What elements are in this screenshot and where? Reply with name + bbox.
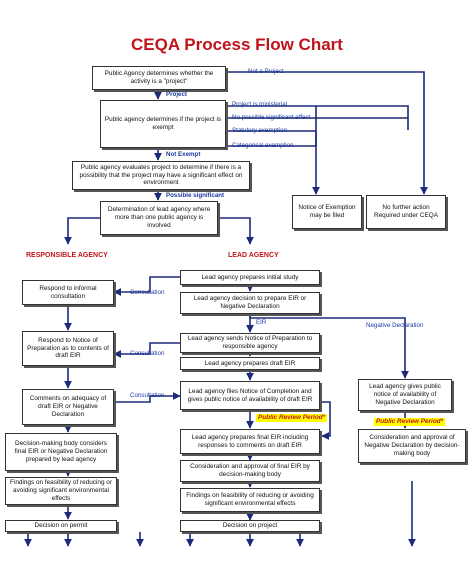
box-notice-exemption: Notice of Exemption may be filed [292,195,362,229]
label-possible-significant: Possible significant [166,192,225,199]
box-text: Lead agency gives public notice of avail… [369,383,441,406]
label-consultation-3: Consultation [130,392,165,399]
heading-lead-agency: LEAD AGENCY [228,252,279,259]
box-text: Respond to informal consultation [39,284,97,300]
box-exempt-check: Public agency determines if the project … [100,100,226,148]
box-text: Lead agency prepares initial study [201,273,299,281]
box-public-notice-nd: Lead agency gives public notice of avail… [358,379,452,411]
label-statutory-exemption: Statutory exemption [232,127,288,134]
label-project: Project [166,91,187,98]
box-text: No further action Required under CEQA [374,204,438,219]
box-prepares-draft-eir: Lead agency prepares draft EIR [180,357,320,370]
box-text: Findings on feasibility of reducing or a… [10,479,112,502]
label-negative-declaration: Negative Declaration [366,322,424,329]
heading-responsible-agency: RESPONSIBLE AGENCY [26,252,108,259]
box-files-noc: Lead agency files Notice of Completion a… [180,381,320,410]
box-consideration-approval-final: Consideration and approval of final EIR … [180,460,320,482]
label-no-significant-effect: No possible significant effect [232,114,311,121]
box-text: Decision-making body considers final EIR… [14,440,108,463]
box-text: Decision on permit [34,522,88,530]
box-no-further-action: No further action Required under CEQA [366,195,446,229]
label-public-review-center: Public Review Period* [256,414,328,423]
box-findings-left: Findings on feasibility of reducing or a… [5,477,117,505]
page-title: CEQA Process Flow Chart [131,35,343,54]
label-ministerial: Project is ministerial [232,101,288,108]
box-text: Lead agency decision to prepare EIR or N… [193,295,307,310]
label-eir: EIR [256,319,267,326]
label-not-a-project: Not a Project [248,68,284,75]
box-text: Lead agency prepares draft EIR [204,359,296,367]
box-text: Public agency determines if the project … [104,116,222,131]
box-prepares-initial-study: Lead agency prepares initial study [180,270,320,285]
box-text: Lead agency sends Notice of Preparation … [187,335,313,350]
box-findings-center: Findings on feasibility of reducing or a… [180,488,320,512]
box-evaluates: Public agency evaluates project to deter… [72,161,250,190]
box-decision-project: Decision on project [180,520,320,532]
box-text: Lead agency prepares final EIR including… [191,433,309,449]
label-public-review-right: Public Review Period* [374,418,446,427]
box-text: Public agency evaluates project to deter… [79,163,243,187]
label-categorical-exemption: Categorical exemption [232,142,294,149]
box-text: Decision on project [222,522,278,530]
label-consultation-2: Consultation [130,350,165,357]
box-text: Consideration and approval of Negative D… [364,434,460,457]
box-text: Determination of lead agency where more … [107,206,211,229]
box-decision-permit: Decision on permit [5,520,117,532]
box-text: Lead agency files Notice of Completion a… [187,387,313,403]
label-consultation-1: Consultation [130,289,165,296]
box-consideration-approval-nd: Consideration and approval of Negative D… [358,429,466,463]
box-respond-consultation: Respond to informal consultation [22,280,114,305]
box-text: Consideration and approval of final EIR … [190,463,310,478]
box-sends-nop: Lead agency sends Notice of Preparation … [180,333,320,353]
box-determines-project: Public Agency determines whether the act… [92,66,226,90]
box-text: Notice of Exemption may be filed [298,204,356,219]
box-text: Comments on adequacy of draft EIR or Neg… [29,395,107,418]
box-respond-nop: Respond to Notice of Preparation as to c… [22,331,114,366]
box-lead-agency-determination: Determination of lead agency where more … [100,201,218,235]
box-decision-making-body-considers: Decision-making body considers final EIR… [5,433,117,471]
box-comments-adequacy: Comments on adequacy of draft EIR or Neg… [22,389,114,425]
box-text: Respond to Notice of Preparation as to c… [27,336,109,360]
label-not-exempt: Not Exempt [166,151,201,158]
box-decision-eir-or-nd: Lead agency decision to prepare EIR or N… [180,292,320,314]
box-prepares-final-eir: Lead agency prepares final EIR including… [180,429,320,454]
box-text: Public Agency determines whether the act… [104,70,214,85]
box-text: Findings on feasibility of reducing or a… [186,492,314,507]
